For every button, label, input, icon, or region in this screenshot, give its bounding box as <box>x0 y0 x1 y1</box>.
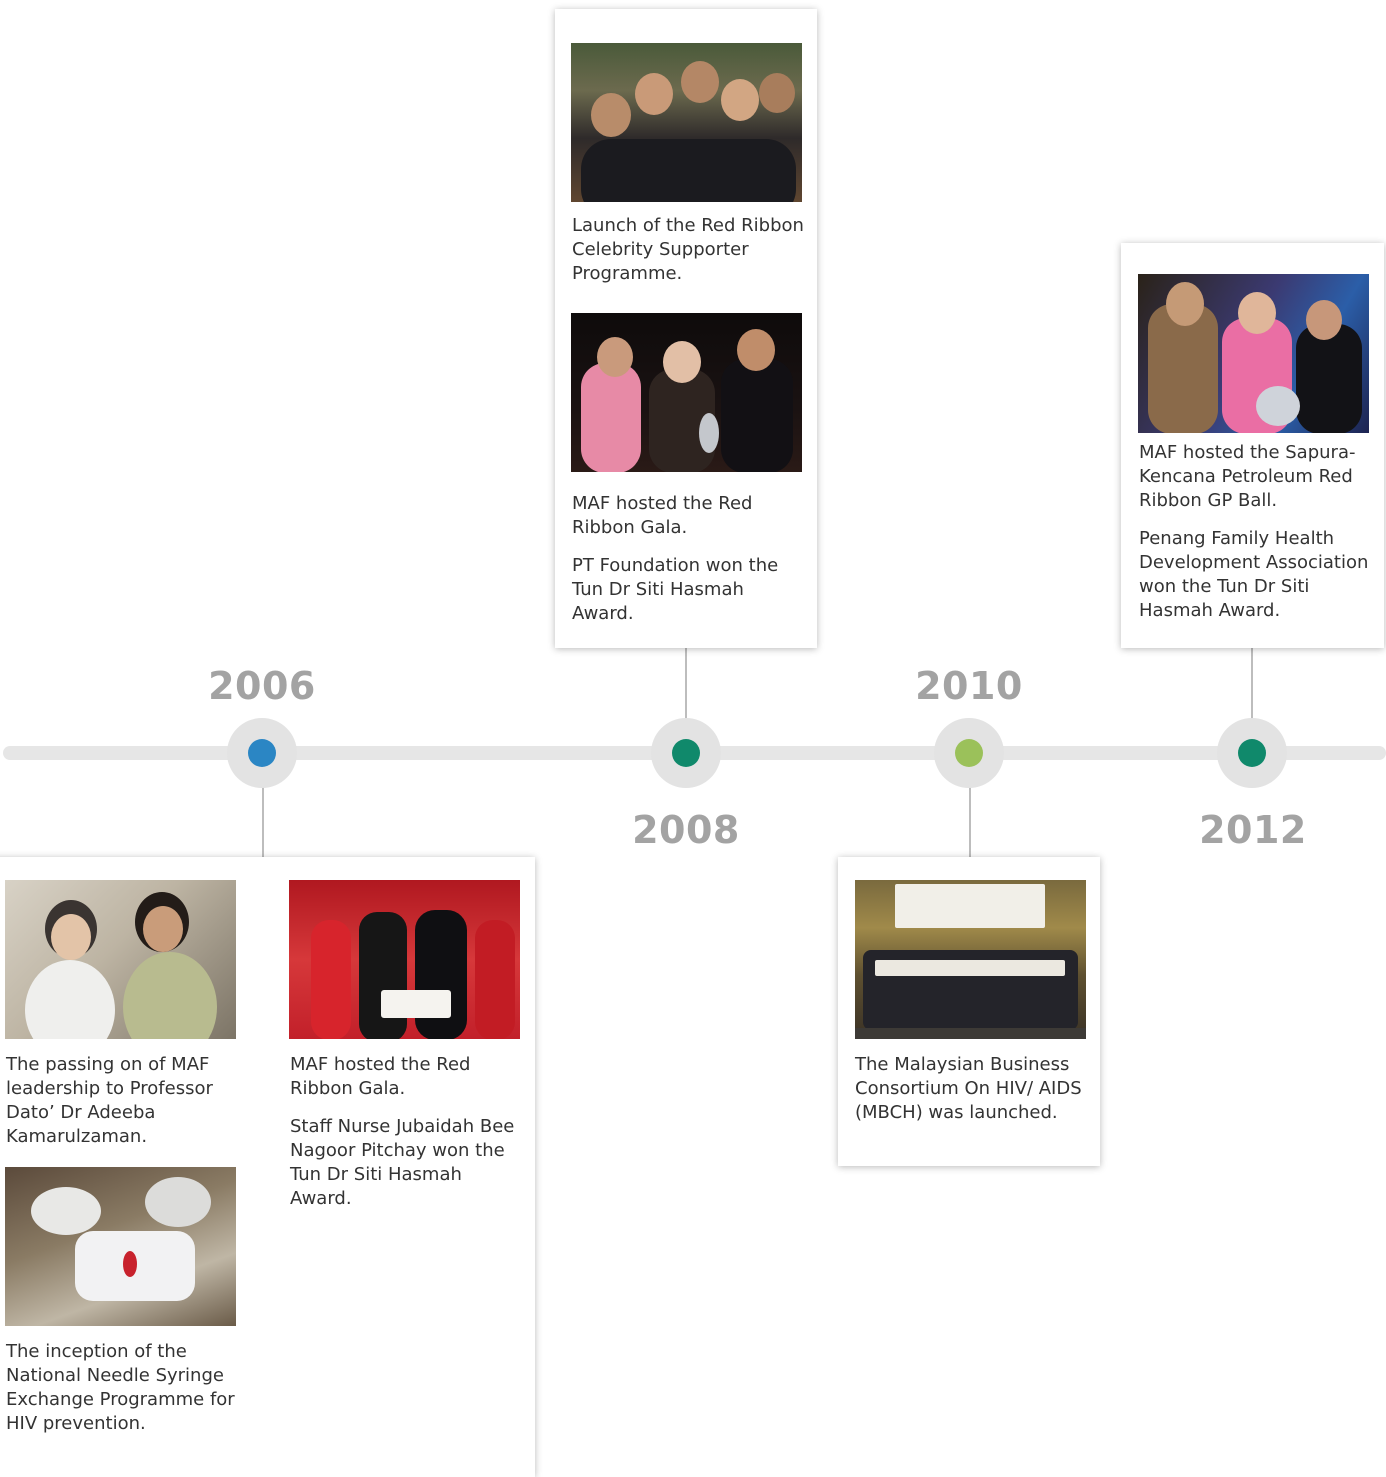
photo-figure <box>591 93 631 137</box>
card-2012: MAF hosted the Sapura-Kencana Petroleum … <box>1121 243 1384 648</box>
node-dot-2008 <box>672 739 700 767</box>
caption-celebrity-supporters: Launch of the Red Ribbon Celebrity Suppo… <box>572 215 804 284</box>
photo-figure <box>581 363 641 472</box>
photo-red-ribbon-gala-2006 <box>289 880 520 1039</box>
photo-figure <box>635 73 673 115</box>
connector-2010 <box>969 786 971 858</box>
connector-2012 <box>1251 648 1253 720</box>
connector-2008 <box>685 648 687 720</box>
caption-mbch-launch: The Malaysian Business Consortium On HIV… <box>855 1054 1082 1123</box>
caption-text: Staff Nurse Jubaidah Bee Nagoor Pitchay … <box>290 1116 515 1209</box>
photo-figure <box>895 884 1045 928</box>
caption-red-ribbon-gala-2006: MAF hosted the Red Ribbon Gala. Staff Nu… <box>290 1053 522 1225</box>
photo-figure <box>311 920 351 1039</box>
year-label-2006: 2006 <box>208 664 316 708</box>
photo-figure <box>1166 282 1204 326</box>
photo-figure <box>681 61 719 103</box>
photo-sapura-kencana-ball <box>1138 274 1369 433</box>
photo-figure <box>759 73 795 113</box>
photo-figure <box>721 359 793 472</box>
photo-needle-exchange <box>5 1167 236 1326</box>
caption-text: MAF hosted the Red Ribbon Gala. <box>572 493 753 538</box>
card-2010: The Malaysian Business Consortium On HIV… <box>838 857 1100 1166</box>
photo-celebrity-supporters <box>571 43 802 202</box>
photo-figure <box>415 910 467 1039</box>
photo-figure <box>51 914 91 960</box>
photo-figure <box>855 1028 1086 1039</box>
timeline-node-2006[interactable] <box>227 718 297 788</box>
card-2008: Launch of the Red Ribbon Celebrity Suppo… <box>555 9 817 648</box>
caption-red-ribbon-gala-2008: MAF hosted the Red Ribbon Gala. PT Found… <box>572 492 804 640</box>
photo-figure <box>475 920 515 1039</box>
connector-2006 <box>262 786 264 858</box>
photo-figure <box>581 139 796 202</box>
photo-figure <box>25 960 115 1039</box>
photo-figure <box>31 1187 101 1235</box>
timeline-node-2012[interactable] <box>1217 718 1287 788</box>
photo-figure <box>381 990 451 1018</box>
photo-figure <box>1256 386 1300 426</box>
year-label-2008: 2008 <box>632 808 740 852</box>
photo-figure <box>123 952 217 1039</box>
photo-figure <box>875 960 1065 976</box>
caption-sapura-kencana-ball: MAF hosted the Sapura-Kencana Petroleum … <box>1139 441 1371 637</box>
node-dot-2012 <box>1238 739 1266 767</box>
photo-figure <box>145 1177 211 1227</box>
photo-figure <box>359 912 407 1039</box>
year-label-2010: 2010 <box>915 664 1023 708</box>
node-dot-2010 <box>955 739 983 767</box>
caption-text: MAF hosted the Sapura-Kencana Petroleum … <box>1139 442 1356 511</box>
photo-figure <box>1296 324 1362 433</box>
timeline-node-2008[interactable] <box>651 718 721 788</box>
photo-figure <box>699 413 719 453</box>
photo-mbch-launch <box>855 880 1086 1039</box>
photo-figure <box>663 341 701 383</box>
caption-maf-leadership: The passing on of MAF leadership to Prof… <box>6 1054 213 1147</box>
photo-maf-leadership <box>5 880 236 1039</box>
year-label-2012: 2012 <box>1199 808 1307 852</box>
photo-figure <box>737 329 775 371</box>
node-dot-2006 <box>248 739 276 767</box>
caption-text: PT Foundation won the Tun Dr Siti Hasmah… <box>572 555 779 624</box>
timeline-node-2010[interactable] <box>934 718 1004 788</box>
photo-figure <box>143 906 183 952</box>
photo-figure <box>123 1251 137 1277</box>
caption-text: Penang Family Health Development Associa… <box>1139 528 1369 621</box>
photo-red-ribbon-gala-2008 <box>571 313 802 472</box>
photo-figure <box>597 337 633 377</box>
caption-text: MAF hosted the Red Ribbon Gala. <box>290 1054 471 1099</box>
card-2006: The passing on of MAF leadership to Prof… <box>0 857 535 1477</box>
photo-figure <box>1306 300 1342 340</box>
photo-figure <box>1238 292 1276 334</box>
photo-figure <box>721 79 759 121</box>
caption-needle-exchange: The inception of the National Needle Syr… <box>6 1341 235 1434</box>
